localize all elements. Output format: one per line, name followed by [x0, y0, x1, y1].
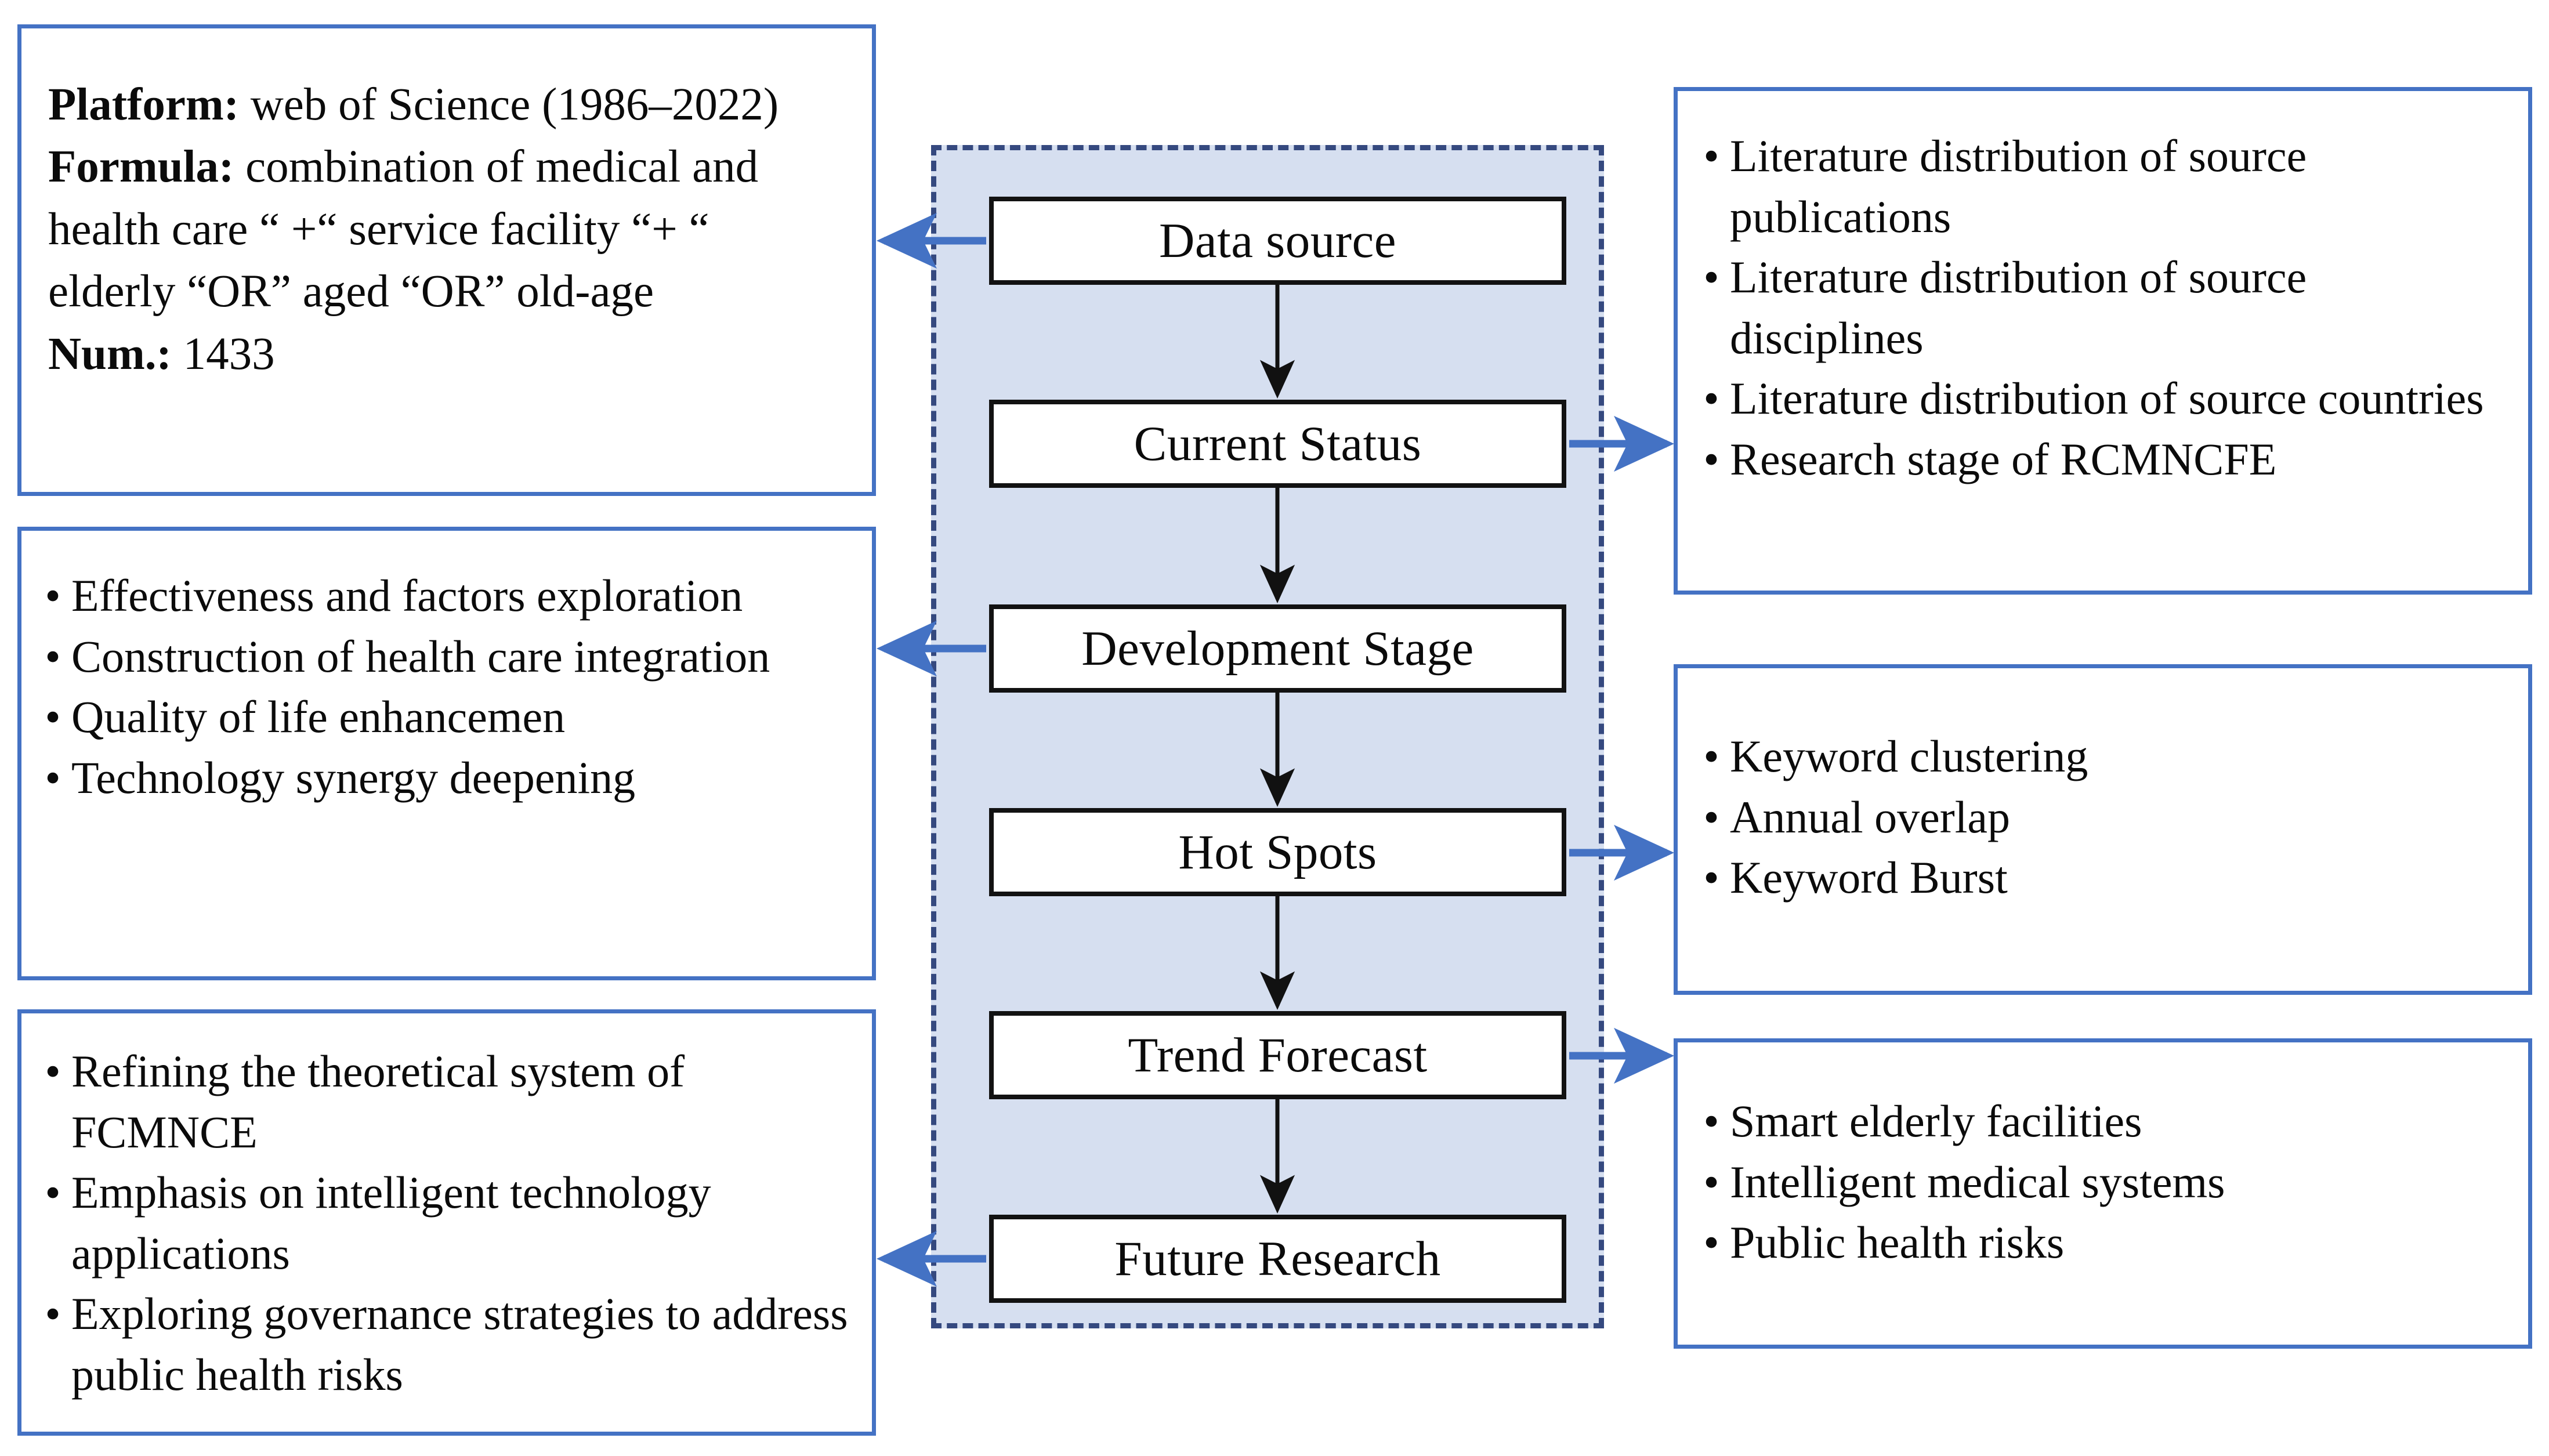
- stage-box-data-source[interactable]: Data source: [989, 197, 1566, 285]
- list-item: • Keyword clustering: [1693, 726, 2511, 787]
- detail-label-num: Num.:: [48, 328, 172, 379]
- detail-value-formula: combination of medical and health care “…: [48, 142, 759, 317]
- detail-value-num: 1433: [171, 328, 275, 379]
- list-item: • Public health risks: [1693, 1212, 2511, 1273]
- bullet-icon: •: [1703, 1096, 1719, 1146]
- bullet-list: • Smart elderly facilities • Intelligent…: [1693, 1091, 2511, 1273]
- bullet-icon: •: [45, 752, 61, 803]
- list-item-text: Annual overlap: [1730, 791, 2011, 842]
- detail-line-num: Num.: 1433: [48, 323, 846, 385]
- list-item-text: Refining the theoretical system of FCMNC…: [71, 1046, 685, 1157]
- list-item: • Effectiveness and factors exploration: [34, 566, 855, 626]
- bullet-icon: •: [45, 1288, 61, 1339]
- stage-label: Future Research: [1114, 1232, 1441, 1286]
- list-item-text: Quality of life enhancemen: [71, 691, 566, 743]
- bullet-icon: •: [1703, 131, 1719, 181]
- bullet-list: • Literature distribution of source publ…: [1693, 126, 2511, 490]
- bullet-icon: •: [45, 631, 61, 682]
- list-item-text: Intelligent medical systems: [1730, 1156, 2225, 1207]
- list-item: • Keyword Burst: [1693, 847, 2511, 908]
- detail-line-platform: Platform: web of Science (1986–2022): [48, 74, 846, 136]
- list-item-text: Research stage of RCMNCFE: [1730, 433, 2277, 484]
- list-item-text: Keyword clustering: [1730, 731, 2088, 781]
- bullet-list: • Refining the theoretical system of FCM…: [34, 1041, 858, 1405]
- stage-label: Development Stage: [1081, 621, 1474, 676]
- detail-line-formula: Formula: combination of medical and heal…: [48, 136, 846, 323]
- list-item-text: Literature distribution of source public…: [1730, 131, 2307, 242]
- bullet-icon: •: [45, 570, 61, 621]
- info-box-data-source-detail: Platform: web of Science (1986–2022) For…: [17, 24, 876, 496]
- list-item: • Emphasis on intelligent technology app…: [34, 1162, 858, 1284]
- bullet-icon: •: [1703, 373, 1719, 424]
- flow-pipeline-container: [931, 145, 1604, 1328]
- bullet-icon: •: [1703, 1217, 1719, 1268]
- bullet-list: • Keyword clustering • Annual overlap • …: [1693, 726, 2511, 908]
- list-item-text: Keyword Burst: [1730, 852, 2008, 903]
- detail-label-formula: Formula:: [48, 142, 234, 193]
- stage-box-trend-forecast[interactable]: Trend Forecast: [989, 1011, 1566, 1099]
- list-item-text: Literature distribution of source discip…: [1730, 252, 2307, 363]
- list-item: • Annual overlap: [1693, 787, 2511, 848]
- detail-label-platform: Platform:: [48, 79, 239, 130]
- list-item: • Exploring governance strategies to add…: [34, 1284, 858, 1405]
- list-item: • Construction of health care integratio…: [34, 626, 855, 687]
- bullet-icon: •: [45, 1046, 61, 1096]
- list-item: • Smart elderly facilities: [1693, 1091, 2511, 1152]
- bullet-icon: •: [1703, 1156, 1719, 1207]
- list-item: • Technology synergy deepening: [34, 748, 855, 809]
- list-item-text: Construction of health care integration: [71, 631, 770, 682]
- list-item: • Quality of life enhancemen: [34, 687, 855, 748]
- info-box-current-status-detail: • Literature distribution of source publ…: [1674, 87, 2532, 595]
- bullet-icon: •: [1703, 252, 1719, 303]
- list-item-text: Literature distribution of source countr…: [1730, 373, 2484, 424]
- list-item-text: Public health risks: [1730, 1217, 2065, 1268]
- list-item-text: Exploring governance strategies to addre…: [71, 1288, 848, 1400]
- list-item: • Literature distribution of source disc…: [1693, 247, 2511, 368]
- stage-label: Data source: [1158, 213, 1397, 268]
- stage-label: Trend Forecast: [1128, 1028, 1428, 1082]
- bullet-icon: •: [1703, 433, 1719, 484]
- list-item: • Intelligent medical systems: [1693, 1152, 2511, 1213]
- bullet-list: • Effectiveness and factors exploration …: [34, 566, 855, 808]
- stage-label: Current Status: [1134, 416, 1422, 471]
- info-box-hot-spots-detail: • Keyword clustering • Annual overlap • …: [1674, 664, 2532, 995]
- bullet-icon: •: [45, 1167, 61, 1218]
- bullet-icon: •: [45, 691, 61, 743]
- stage-box-future-research[interactable]: Future Research: [989, 1215, 1566, 1303]
- bullet-icon: •: [1703, 731, 1719, 781]
- stage-box-development-stage[interactable]: Development Stage: [989, 604, 1566, 693]
- list-item-text: Smart elderly facilities: [1730, 1096, 2142, 1146]
- list-item: • Refining the theoretical system of FCM…: [34, 1041, 858, 1162]
- bullet-icon: •: [1703, 791, 1719, 842]
- stage-label: Hot Spots: [1178, 825, 1377, 879]
- info-box-development-stage-detail: • Effectiveness and factors exploration …: [17, 527, 876, 980]
- list-item-text: Effectiveness and factors exploration: [71, 570, 743, 621]
- list-item: • Research stage of RCMNCFE: [1693, 429, 2511, 490]
- bullet-icon: •: [1703, 852, 1719, 903]
- detail-value-platform: web of Science (1986–2022): [239, 79, 779, 130]
- list-item-text: Technology synergy deepening: [71, 752, 636, 803]
- list-item: • Literature distribution of source publ…: [1693, 126, 2511, 247]
- list-item: • Literature distribution of source coun…: [1693, 368, 2511, 429]
- list-item-text: Emphasis on intelligent technology appli…: [71, 1167, 711, 1278]
- info-box-trend-forecast-detail: • Smart elderly facilities • Intelligent…: [1674, 1038, 2532, 1349]
- stage-box-hot-spots[interactable]: Hot Spots: [989, 808, 1566, 896]
- stage-box-current-status[interactable]: Current Status: [989, 400, 1566, 488]
- info-box-future-research-detail: • Refining the theoretical system of FCM…: [17, 1009, 876, 1436]
